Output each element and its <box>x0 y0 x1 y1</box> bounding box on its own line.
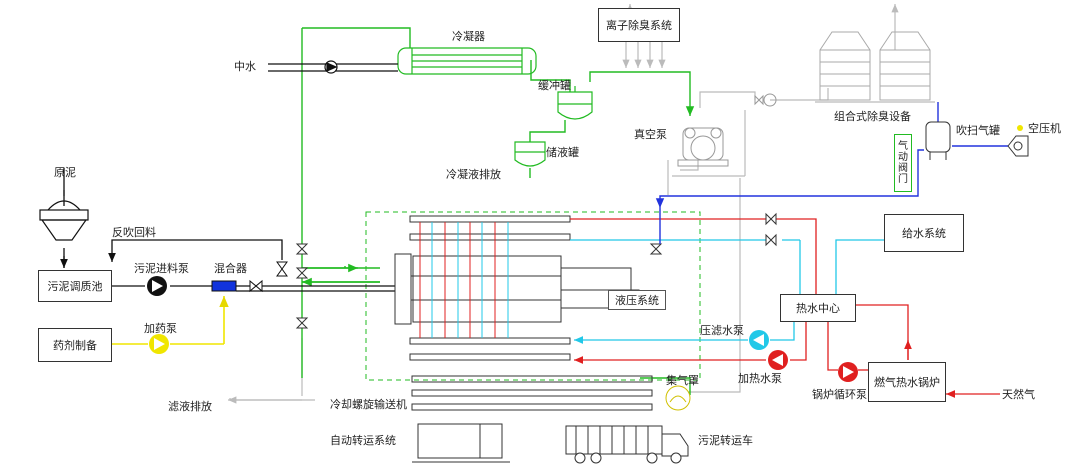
hot-water-center-box: 热水中心 <box>780 294 856 322</box>
chemical-preparation-box: 药剂制备 <box>38 328 112 362</box>
storage-tank-label: 储液罐 <box>546 146 579 159</box>
gas-hood-icon <box>665 385 691 411</box>
reclaimed-water-label: 中水 <box>234 60 256 73</box>
filter-press-plates <box>419 222 509 338</box>
gas-boiler-box: 燃气热水锅炉 <box>868 362 946 402</box>
sludge-truck-icon <box>565 425 689 464</box>
air-compressor-label: 空压机 <box>1028 122 1061 135</box>
backflow-label: 反吹回料 <box>112 226 156 239</box>
filter-press-icon <box>394 215 640 361</box>
sludge-lines <box>60 168 395 292</box>
sludge-truck-label: 污泥转运车 <box>698 434 753 447</box>
dosing-pump-icon <box>149 334 169 354</box>
filtrate-discharge-label: 滤液排放 <box>168 400 212 413</box>
vacuum-pump-icon <box>677 127 729 167</box>
boiler-pump-icon <box>838 362 858 382</box>
filter-press-boundary <box>365 211 701 381</box>
hydraulic-system-box: 液压系统 <box>608 290 666 310</box>
chemical-preparation-label: 药剂制备 <box>53 339 97 352</box>
feed-water-label: 给水系统 <box>902 227 946 240</box>
hot-water-lines <box>570 218 1000 398</box>
pneumatic-valve-box: 气动阀门 <box>894 134 912 192</box>
screw-conveyor-icon <box>411 375 653 411</box>
hot-water-center-label: 热水中心 <box>796 302 840 315</box>
screw-conveyor-label: 冷却螺旋输送机 <box>330 398 407 411</box>
ion-deodorization-box: 离子除臭系统 <box>598 8 680 42</box>
combined-deodorization-label: 组合式除臭设备 <box>834 110 911 123</box>
storage-tank-icon <box>514 141 546 167</box>
mixer-label: 混合器 <box>214 262 247 275</box>
raw-sludge-label: 原泥 <box>54 166 76 179</box>
heating-pump-icon <box>768 350 788 370</box>
vacuum-pump-label: 真空泵 <box>634 128 667 141</box>
dosing-lines <box>112 296 229 345</box>
transfer-container-icon <box>412 423 510 463</box>
press-water-pump-icon <box>749 330 769 350</box>
buffer-tank-icon <box>557 86 593 120</box>
heating-pump-label: 加热水泵 <box>738 372 782 385</box>
air-tank-icon <box>925 121 951 160</box>
sludge-conditioning-tank-label: 污泥调质池 <box>47 280 103 293</box>
feed-pump-icon <box>147 276 167 296</box>
condenser-label: 冷凝器 <box>452 30 485 43</box>
press-water-lines <box>570 239 884 344</box>
purge-tank-label: 吹扫气罐 <box>956 124 1000 137</box>
condensate-discharge-label: 冷凝液排放 <box>446 168 501 181</box>
raw-sludge-hopper-icon <box>39 190 89 241</box>
gas-hood-label: 集气罩 <box>666 374 699 387</box>
buffer-tank-label: 缓冲罐 <box>538 79 571 92</box>
boiler-pump-label: 锅炉循环泵 <box>812 388 867 401</box>
dosing-pump-label: 加药泵 <box>144 322 177 335</box>
black-valve-icon <box>249 261 288 293</box>
mixer-icon <box>211 280 237 292</box>
gray-valve-icon <box>754 93 777 107</box>
pneumatic-valve-label: 气动阀门 <box>898 141 908 185</box>
reclaimed-water-line <box>268 60 398 74</box>
hydraulic-system-label: 液压系统 <box>615 294 659 307</box>
line-valve-icon <box>765 212 777 247</box>
sludge-conditioning-tank: 污泥调质池 <box>38 270 112 302</box>
air-compressor-marker-icon <box>1017 125 1023 131</box>
deodorization-tower-icon <box>815 31 935 103</box>
feed-pump-label: 污泥进料泵 <box>134 262 189 275</box>
gas-boiler-label: 燃气热水锅炉 <box>874 376 940 389</box>
auto-transfer-label: 自动转运系统 <box>330 434 396 447</box>
air-compressor-icon <box>1007 135 1029 157</box>
green-valve-icon <box>295 243 663 329</box>
feed-water-box: 给水系统 <box>884 214 964 252</box>
press-water-pump-label: 压滤水泵 <box>700 324 744 337</box>
natural-gas-label: 天然气 <box>1002 388 1035 401</box>
condenser-icon <box>397 47 537 75</box>
ion-deodorization-label: 离子除臭系统 <box>606 19 672 32</box>
